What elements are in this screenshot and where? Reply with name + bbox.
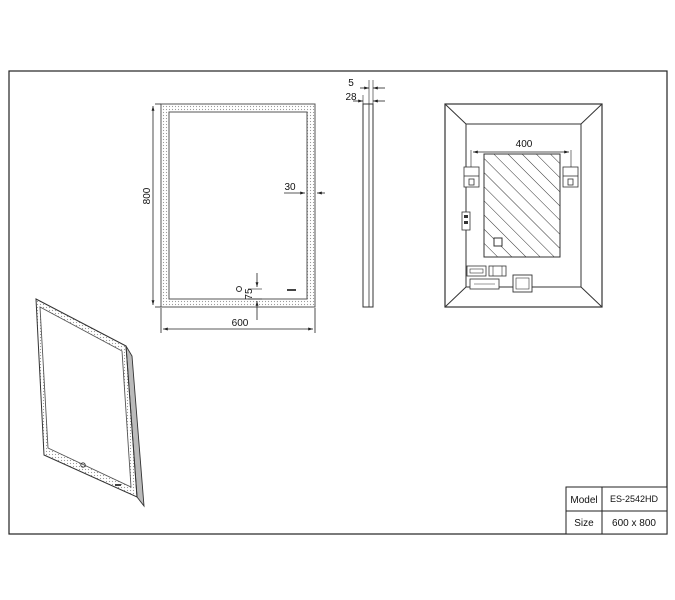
back-view: 400 <box>444 103 603 308</box>
drawing-border <box>8 70 668 535</box>
mirror-glass <box>168 111 308 300</box>
back-view-dimensions: 400 <box>470 139 572 167</box>
iso-touch-switch-icon <box>80 462 86 468</box>
led-driver-icon <box>466 265 487 277</box>
iso-logo-mark <box>115 484 121 486</box>
width-label: 600 <box>232 318 249 329</box>
touch-switch-icon <box>236 286 242 292</box>
connector-icon <box>488 265 507 277</box>
terminal-box-icon <box>512 274 533 293</box>
thickness-label: 28 <box>345 92 357 103</box>
size-value: 600 x 800 <box>612 518 656 529</box>
side-view-dimensions: 5 28 <box>345 78 385 104</box>
front-view-dimensions: 800 600 30 75 <box>142 103 325 333</box>
model-value: ES-2542HD <box>610 494 659 504</box>
border-label: 30 <box>284 182 296 193</box>
iso-glass <box>39 306 132 488</box>
isometric-view <box>35 298 145 508</box>
front-view: 800 600 30 75 <box>142 103 325 333</box>
bottom-offset-label: 75 <box>244 288 255 300</box>
thickness-top-label: 5 <box>348 78 354 89</box>
junction-square <box>493 237 503 247</box>
switch-module-icon <box>461 211 471 231</box>
height-label: 800 <box>142 187 153 204</box>
logo-mark <box>287 289 296 291</box>
left-bracket-icon <box>463 166 480 188</box>
right-bracket-icon <box>562 166 579 188</box>
side-view: 5 28 <box>345 78 385 308</box>
size-label: Size <box>574 518 594 529</box>
power-supply-icon <box>469 278 500 290</box>
model-label: Model <box>570 495 597 506</box>
title-block: Model ES-2542HD Size 600 x 800 <box>565 486 668 535</box>
side-profile-frame <box>362 103 374 308</box>
bracket-spacing-label: 400 <box>516 139 533 150</box>
